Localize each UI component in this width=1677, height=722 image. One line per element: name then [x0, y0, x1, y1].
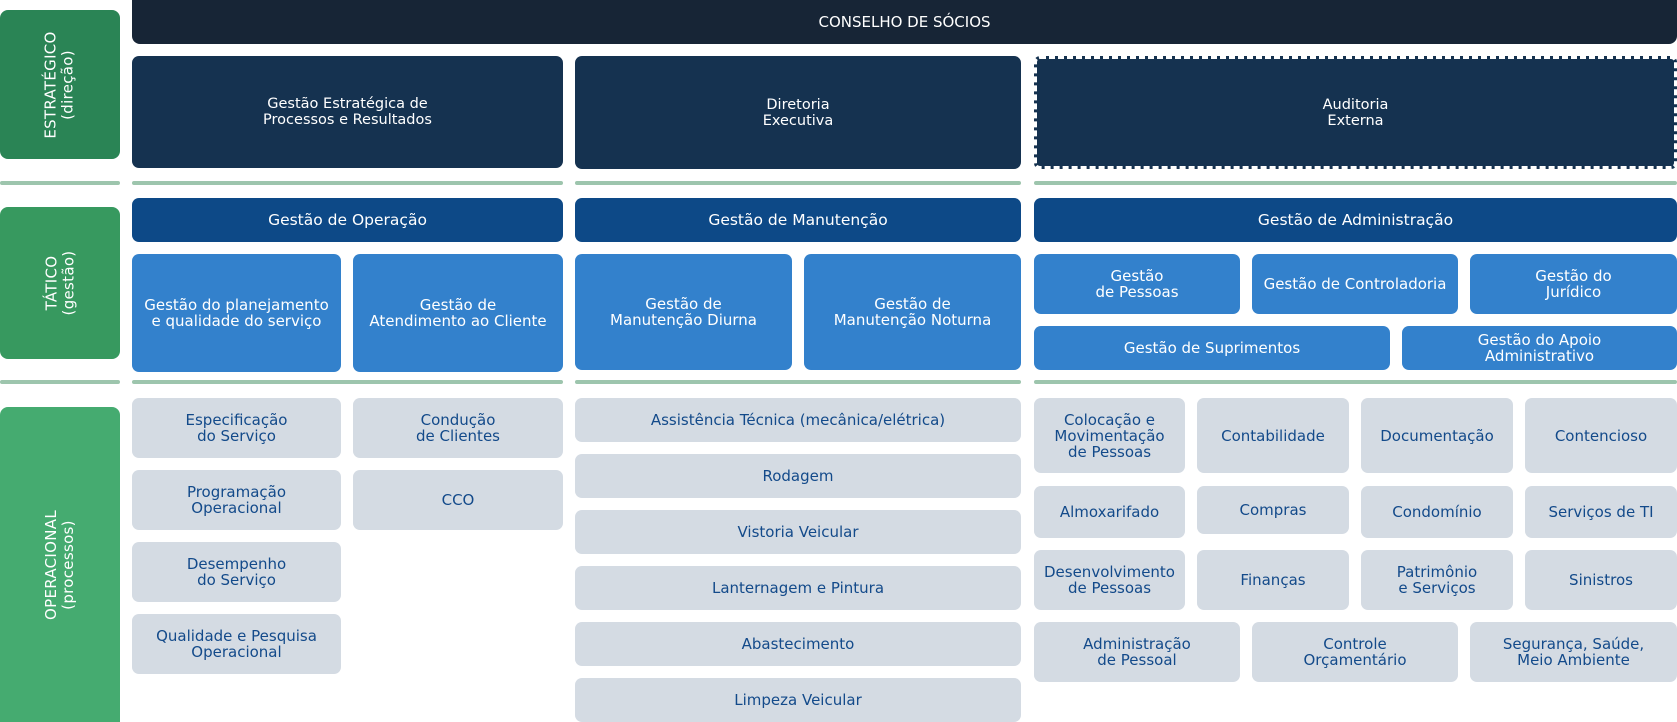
op-service-specification[interactable]: Especificação do Serviço [132, 398, 341, 458]
op-finance[interactable]: Finanças [1197, 550, 1349, 610]
op-budget-control[interactable]: Controle Orçamentário [1252, 622, 1458, 682]
tactical-people-management[interactable]: Gestão de Pessoas [1034, 254, 1240, 314]
separator-strategic-tactical [0, 181, 120, 185]
op-accounting[interactable]: Contabilidade [1197, 398, 1349, 473]
tactical-administration-header[interactable]: Gestão de Administração [1034, 198, 1677, 242]
op-condominium[interactable]: Condomínio [1361, 486, 1513, 538]
external-audit[interactable]: Auditoria Externa [1034, 56, 1677, 169]
level-tactical-label: TÁTICO (gestão) [41, 250, 77, 316]
tactical-night-maintenance[interactable]: Gestão de Manutenção Noturna [804, 254, 1021, 370]
tactical-controllership[interactable]: Gestão de Controladoria [1252, 254, 1458, 314]
op-refueling[interactable]: Abastecimento [575, 622, 1021, 666]
board-of-partners[interactable]: CONSELHO DE SÓCIOS [132, 0, 1677, 44]
tactical-operation-header[interactable]: Gestão de Operação [132, 198, 563, 242]
op-safety-health-environment[interactable]: Segurança, Saúde, Meio Ambiente [1470, 622, 1677, 682]
separator-tactical-operational [1034, 380, 1677, 384]
level-operational: OPERACIONAL (processos) [0, 407, 120, 722]
op-operational-scheduling[interactable]: Programação Operacional [132, 470, 341, 530]
op-technical-assistance[interactable]: Assistência Técnica (mecânica/elétrica) [575, 398, 1021, 442]
tactical-maintenance-header[interactable]: Gestão de Manutenção [575, 198, 1021, 242]
op-people-development[interactable]: Desenvolvimento de Pessoas [1034, 550, 1185, 610]
op-personnel-administration[interactable]: Administração de Pessoal [1034, 622, 1240, 682]
separator-tactical-operational [0, 380, 120, 384]
op-tires[interactable]: Rodagem [575, 454, 1021, 498]
tactical-customer-service[interactable]: Gestão de Atendimento ao Cliente [353, 254, 563, 372]
strategic-process-management[interactable]: Gestão Estratégica de Processos e Result… [132, 56, 563, 168]
op-quality-research[interactable]: Qualidade e Pesquisa Operacional [132, 614, 341, 674]
tactical-day-maintenance[interactable]: Gestão de Manutenção Diurna [575, 254, 792, 370]
op-customer-driving[interactable]: Condução de Clientes [353, 398, 563, 458]
level-tactical: TÁTICO (gestão) [0, 207, 120, 359]
op-purchasing[interactable]: Compras [1197, 486, 1349, 534]
separator-strategic-tactical [1034, 181, 1677, 185]
op-cco[interactable]: CCO [353, 470, 563, 530]
op-people-placement[interactable]: Colocação e Movimentação de Pessoas [1034, 398, 1185, 473]
tactical-legal[interactable]: Gestão do Jurídico [1470, 254, 1677, 314]
separator-tactical-operational [575, 380, 1021, 384]
separator-tactical-operational [132, 380, 563, 384]
separator-strategic-tactical [132, 181, 563, 185]
op-litigation[interactable]: Contencioso [1525, 398, 1677, 473]
op-bodywork-painting[interactable]: Lanternagem e Pintura [575, 566, 1021, 610]
tactical-service-planning-quality[interactable]: Gestão do planejamento e qualidade do se… [132, 254, 341, 372]
op-it-services[interactable]: Serviços de TI [1525, 486, 1677, 538]
executive-board[interactable]: Diretoria Executiva [575, 56, 1021, 169]
tactical-administrative-support[interactable]: Gestão do Apoio Administrativo [1402, 326, 1677, 370]
level-operational-label: OPERACIONAL (processos) [42, 509, 77, 620]
op-documentation[interactable]: Documentação [1361, 398, 1513, 473]
op-warehouse[interactable]: Almoxarifado [1034, 486, 1185, 538]
level-strategic: ESTRATÉGICO (direção) [0, 10, 120, 159]
op-vehicle-cleaning[interactable]: Limpeza Veicular [575, 678, 1021, 722]
op-service-performance[interactable]: Desempenho do Serviço [132, 542, 341, 602]
separator-strategic-tactical [575, 181, 1021, 185]
tactical-supplies[interactable]: Gestão de Suprimentos [1034, 326, 1390, 370]
op-claims[interactable]: Sinistros [1525, 550, 1677, 610]
op-vehicle-inspection[interactable]: Vistoria Veicular [575, 510, 1021, 554]
level-strategic-label: ESTRATÉGICO (direção) [42, 30, 77, 139]
op-assets-services[interactable]: Patrimônio e Serviços [1361, 550, 1513, 610]
